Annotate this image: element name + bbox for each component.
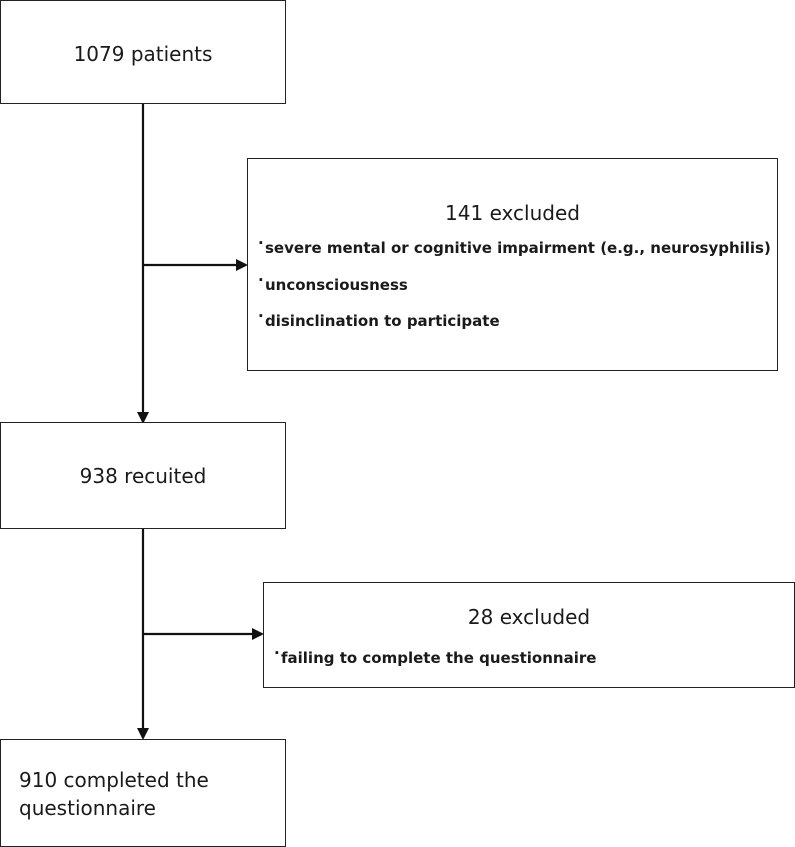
- completed-label: 910 completed the questionnaire: [19, 766, 209, 822]
- exclusion-1-reasons: severe mental or cognitive impairment (e…: [258, 234, 771, 330]
- exclusion-2-title: 28 excluded: [467, 605, 591, 629]
- exclusion-2-reasons: failing to complete the questionnaire: [274, 644, 596, 667]
- completed-box: 910 completed the questionnaire: [0, 739, 286, 847]
- exclusion-box-1: 141 excluded severe mental or cognitive …: [247, 158, 778, 371]
- patients-label: 1079 patients: [73, 42, 213, 66]
- completed-label-line-1: 910 completed the: [19, 768, 209, 792]
- completed-label-line-2: questionnaire: [19, 796, 156, 820]
- exclusion-1-reason: severe mental or cognitive impairment (e…: [258, 234, 771, 276]
- exclusion-1-reason: disinclination to participate: [258, 307, 771, 330]
- exclusion-1-title: 141 excluded: [445, 201, 580, 225]
- exclusion-2-reason: failing to complete the questionnaire: [274, 644, 596, 667]
- patients-box: 1079 patients: [0, 0, 286, 104]
- recruited-box: 938 recuited: [0, 422, 286, 529]
- exclusion-box-2: 28 excluded failing to complete the ques…: [263, 582, 795, 688]
- exclusion-1-reason: unconsciousness: [258, 271, 771, 312]
- recruited-label: 938 recuited: [79, 464, 207, 488]
